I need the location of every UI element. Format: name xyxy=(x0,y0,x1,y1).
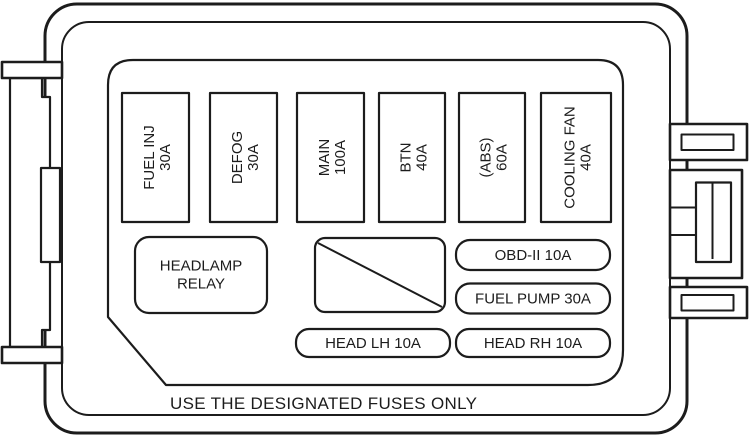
fuse-fuel-inj-name: FUEL INJ xyxy=(141,125,158,189)
fuse-head-lh-label: HEAD LH 10A xyxy=(325,335,421,352)
fuse-cooling-fan: COOLING FAN 40A xyxy=(539,91,613,224)
fuse-obd-ii-box xyxy=(454,238,612,272)
fuse-btn: BTN 40A xyxy=(377,91,447,224)
bracket-tab xyxy=(39,166,62,264)
spare-slot xyxy=(313,236,447,314)
left-mount-bracket xyxy=(0,60,64,365)
fuse-abs-name: (ABS) xyxy=(478,137,495,177)
fuse-head-rh-label: HEAD RH 10A xyxy=(484,335,582,352)
right-tab-bottom-slot xyxy=(680,294,735,312)
fuse-cooling-fan-amp: 40A xyxy=(578,144,595,171)
spare-slot-diagonal-line xyxy=(317,242,443,308)
fuse-head-lh-box xyxy=(294,327,452,359)
fuse-fuel-inj-box xyxy=(120,91,191,224)
caption: USE THE DESIGNATED FUSES ONLY xyxy=(170,394,477,413)
fuse-obd-ii-label: OBD-II 10A xyxy=(495,247,572,264)
headlamp-relay: HEADLAMP RELAY xyxy=(133,235,269,315)
fuse-abs-amp: 60A xyxy=(494,144,511,171)
fuse-fuel-pump-label: FUEL PUMP 30A xyxy=(475,291,591,308)
fuse-main-box xyxy=(295,91,366,224)
fuse-abs-box xyxy=(457,91,527,224)
fuse-fuel-inj-amp: 30A xyxy=(157,144,174,171)
right-connector xyxy=(668,122,749,320)
headlamp-relay-line2: RELAY xyxy=(177,276,225,293)
bracket-bottom-flange xyxy=(0,345,64,365)
fuse-head-rh: HEAD RH 10A xyxy=(454,327,612,359)
fuse-main-amp: 100A xyxy=(332,140,349,175)
fuse-defog-name: DEFOG xyxy=(229,131,246,184)
fuse-btn-box xyxy=(377,91,447,224)
fuse-fuel-inj: FUEL INJ 30A xyxy=(120,91,191,224)
fuse-cooling-fan-name: COOLING FAN xyxy=(562,106,579,209)
fuse-fuel-pump-box xyxy=(454,282,612,315)
headlamp-relay-box xyxy=(133,235,269,315)
fuse-fuel-pump: FUEL PUMP 30A xyxy=(454,282,612,315)
fuse-obd-ii: OBD-II 10A xyxy=(454,238,612,272)
fuse-defog: DEFOG 30A xyxy=(208,91,279,224)
fuse-abs: (ABS) 60A xyxy=(457,91,527,224)
fuse-defog-amp: 30A xyxy=(245,144,262,171)
right-tab-top-slot xyxy=(680,133,735,151)
fuse-btn-name: BTN xyxy=(398,143,415,173)
fuse-main-name: MAIN xyxy=(316,139,333,177)
fuse-main: MAIN 100A xyxy=(295,91,366,224)
bracket-top-flange xyxy=(0,60,64,80)
fuse-cooling-fan-box xyxy=(539,91,613,224)
fuse-defog-box xyxy=(208,91,279,224)
fuse-head-rh-box xyxy=(454,327,612,359)
fuse-head-lh: HEAD LH 10A xyxy=(294,327,452,359)
headlamp-relay-line1: HEADLAMP xyxy=(160,258,243,275)
fuse-btn-amp: 40A xyxy=(414,144,431,171)
